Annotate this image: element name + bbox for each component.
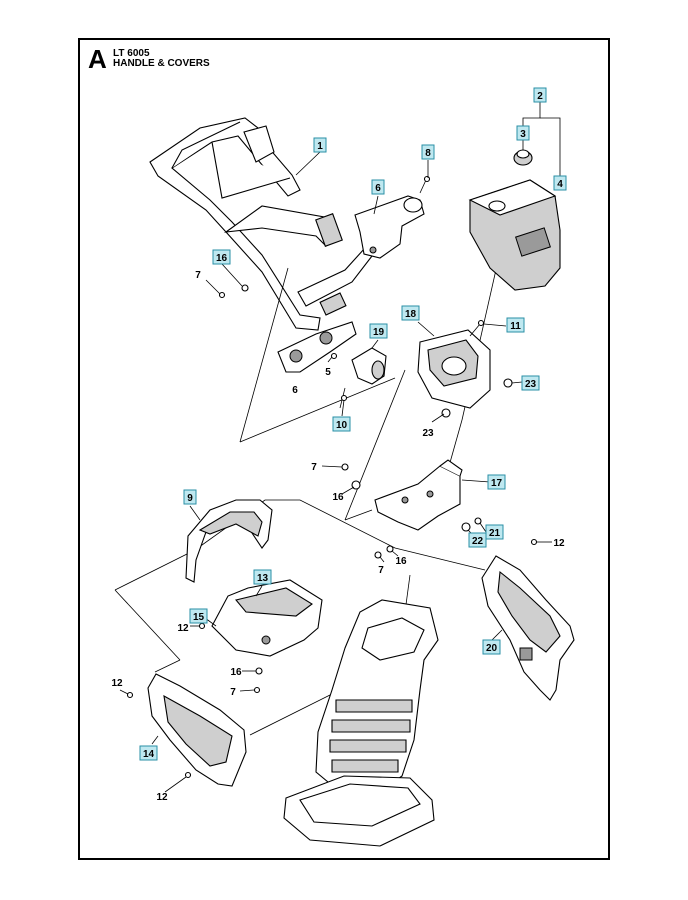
callout-18: 18 [401,305,420,321]
callouts: 1 2 3 4 6 8 9 10 11 13 14 15 16 17 18 19… [139,87,567,761]
fuel-cap [513,149,533,166]
callout-9: 9 [183,489,197,505]
label-7-lower: 7 [378,565,384,576]
bolt-7-cover [253,686,261,694]
callout-15: 15 [189,608,208,624]
label-7-handle: 7 [195,270,201,281]
svg-text:16: 16 [216,253,228,264]
svg-text:6: 6 [375,183,381,194]
bolt-8 [419,175,431,194]
nut-23b [441,408,451,418]
screw-12-left [126,691,134,699]
svg-text:2: 2 [537,91,543,102]
label-12-right: 12 [553,538,565,549]
tank-bracket [374,459,463,531]
handle-bracket-lower [277,321,357,373]
screw-12-right [530,538,538,546]
callout-16: 16 [212,249,231,265]
label-23-lower: 23 [422,428,434,439]
svg-text:22: 22 [472,536,484,547]
svg-text:18: 18 [405,309,417,320]
callout-23-right: 23 [521,375,540,391]
diagram-frame [78,38,610,860]
callout-20: 20 [482,639,501,655]
callout-19: 19 [369,323,388,339]
leader-lines [119,102,561,793]
label-16-upper: 16 [332,492,344,503]
svg-text:1: 1 [317,141,323,152]
washer-22 [461,522,471,532]
screw-12-mid [198,622,206,630]
callout-14: 14 [139,745,158,761]
plain-labels: 5 6 7 7 7 7 12 12 12 12 16 16 16 23 [111,270,565,803]
label-12-left: 12 [111,678,123,689]
front-cover-14 [147,673,247,787]
section-title: HANDLE & COVERS [113,58,210,69]
label-16-cover: 16 [230,667,242,678]
svg-text:21: 21 [489,528,501,539]
svg-text:13: 13 [257,573,269,584]
svg-text:14: 14 [143,749,155,760]
grip-19 [351,347,387,385]
label-7-upper: 7 [311,462,317,473]
svg-text:9: 9 [187,493,193,504]
inner-cover-13 [211,579,323,657]
svg-text:23: 23 [525,379,537,390]
svg-text:19: 19 [373,327,385,338]
callout-13: 13 [253,569,272,585]
section-letter: A [88,44,107,74]
handle-frame [149,117,373,331]
callout-2: 2 [533,87,547,103]
callout-8: 8 [421,144,435,160]
label-5: 5 [325,367,331,378]
svg-text:3: 3 [520,129,526,140]
callout-6-upper: 6 [371,179,385,195]
svg-text:8: 8 [425,148,431,159]
nut-23a [503,378,513,388]
label-6-lower: 6 [292,385,298,396]
callout-10: 10 [332,416,351,432]
front-cover-9 [185,499,273,583]
bolt-5 [330,352,338,360]
svg-text:20: 20 [486,643,498,654]
label-16-lower: 16 [395,556,407,567]
screw-12-bottom [184,771,192,779]
nut-21 [474,517,482,525]
bolt-11 [469,319,485,337]
label-12-bottom: 12 [156,792,168,803]
svg-text:15: 15 [193,612,205,623]
side-cover-20 [481,555,575,701]
fuel-tank [417,329,491,409]
callout-17: 17 [487,474,506,490]
model-label: LT 6005 [113,48,150,59]
bolt-7-lower [374,551,382,559]
handle-bracket-upper [354,195,425,259]
label-12-mid: 12 [177,623,189,634]
bolt-10 [340,394,348,402]
callout-22: 22 [468,532,487,548]
rammer-body [283,599,439,847]
callout-3: 3 [516,125,530,141]
svg-text:17: 17 [491,478,503,489]
label-7-cover: 7 [230,687,236,698]
bolt-7-handle [218,291,226,299]
bolt-7-upper [341,463,349,471]
washer-16-cover [255,667,263,675]
washer-16-lower [386,545,394,553]
callout-1: 1 [313,137,327,153]
svg-text:4: 4 [557,179,563,190]
svg-text:11: 11 [510,321,521,332]
callout-4: 4 [553,175,567,191]
assembly-lines [114,251,501,736]
callout-21: 21 [485,524,504,540]
tank-cover [468,179,561,291]
washer-16-handle [241,284,249,292]
svg-text:10: 10 [336,420,348,431]
callout-11: 11 [506,317,525,333]
